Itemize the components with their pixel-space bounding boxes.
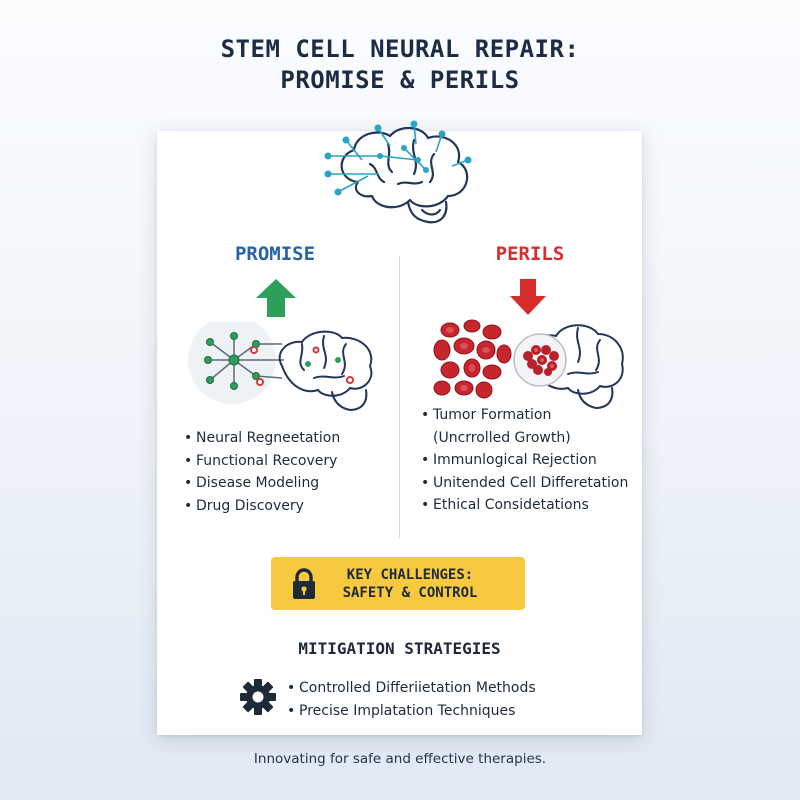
list-item: •Functional Recovery (184, 452, 338, 469)
footer-tagline: Innovating for safe and effective therap… (253, 751, 547, 767)
center-divider (399, 256, 400, 538)
mitigation-list: •Controlled Differiietation Methods •Pre… (287, 677, 536, 722)
key-challenges-banner: KEY CHALLENGES: SAFETY & CONTROL (271, 557, 525, 610)
gear-icon (240, 679, 276, 715)
key-challenges-text: KEY CHALLENGES: SAFETY & CONTROL (342, 567, 478, 601)
list-item: •Tumor Formation (421, 407, 552, 423)
stem-cell-brain-icon (188, 322, 373, 412)
arrow-down-icon (510, 279, 546, 315)
list-item: •Unitended Cell Differetation (421, 474, 629, 491)
list-item: •Drug Discovery (184, 497, 304, 514)
promise-list: •Neural Regnеetation •Functional Recover… (184, 427, 340, 517)
promise-heading: PROMISE (234, 243, 316, 265)
list-item: •Precise Implatation Techniques (287, 702, 516, 719)
brain-network-icon (324, 120, 472, 224)
list-item: •Ethical Considetations (421, 497, 589, 513)
arrow-up-icon (256, 279, 296, 317)
list-item: •Immunlogical Rejection (421, 452, 597, 468)
tumor-cells-brain-icon (433, 319, 624, 410)
page-title: STEM CELL NEURAL REPAIR: PROMISE & PERIL… (0, 34, 800, 96)
list-item-continuation: (Uncrrolled Growth) (433, 429, 571, 446)
perils-list: •Tumor Formation (Uncrrolled Growth) •Im… (421, 404, 628, 517)
lock-icon (293, 568, 315, 599)
perils-heading: PERILS (495, 243, 565, 265)
title-line-1: STEM CELL NEURAL REPAIR: (220, 35, 580, 63)
list-item: •Disease Modeling (184, 475, 320, 491)
title-line-2: PROMISE & PERILS (280, 66, 520, 94)
list-item: •Neural Regnеetation (184, 430, 341, 446)
list-item: •Controlled Differiietation Methods (287, 680, 536, 696)
mitigation-heading: MITIGATION STRATEGIES (298, 639, 501, 658)
